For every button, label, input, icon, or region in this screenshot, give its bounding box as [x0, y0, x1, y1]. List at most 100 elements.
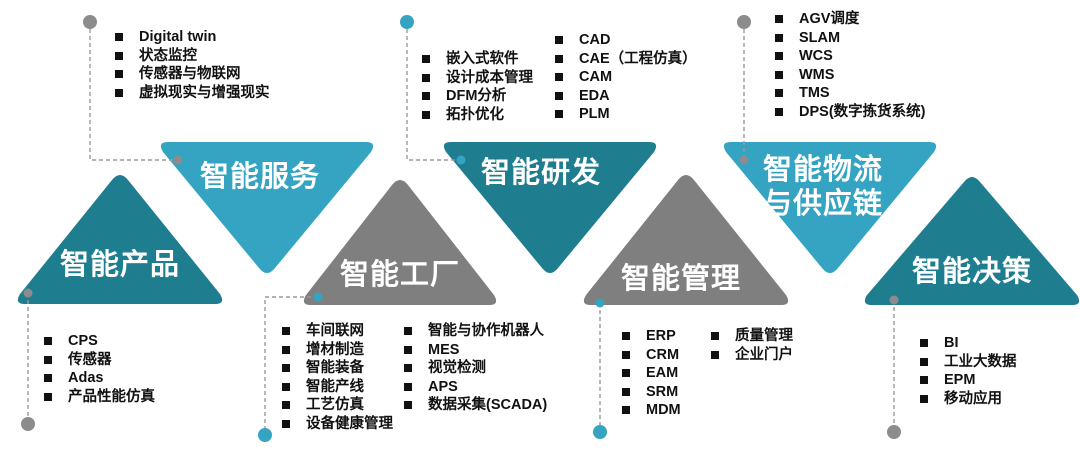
list-item: 工业大数据	[918, 353, 1017, 372]
dot-rnd-top	[400, 15, 414, 29]
list-item-text: APS	[428, 378, 458, 395]
square-bullet-icon	[282, 419, 290, 428]
dot-service-end	[173, 155, 183, 165]
list-item: MES	[402, 341, 547, 360]
list-item-text: 嵌入式软件	[446, 51, 519, 67]
list-item: 设备健康管理	[280, 415, 393, 434]
square-bullet-icon	[404, 382, 412, 391]
connector-factory	[264, 296, 318, 435]
list-item-text: EPM	[944, 372, 976, 389]
label-smart-logistics: 智能物流 与供应链	[748, 153, 898, 221]
list-item: CRM	[620, 346, 681, 365]
square-bullet-icon	[775, 15, 783, 23]
list-item-text: BI	[944, 335, 959, 351]
label-smart-logistics-line2: 与供应链	[762, 188, 883, 220]
square-bullet-icon	[115, 88, 123, 97]
list-item: SLAM	[773, 29, 925, 48]
dot-factory-top	[313, 292, 323, 302]
list-item-text: 数据采集(SCADA)	[428, 397, 548, 414]
list-item-text: 工业大数据	[944, 353, 1017, 370]
square-bullet-icon	[282, 364, 290, 373]
list-item-text: 设计成本管理	[446, 69, 533, 86]
square-bullet-icon	[422, 73, 430, 82]
connector-rnd	[406, 22, 461, 161]
list-item-text: 质量管理	[735, 328, 793, 344]
list-item-text: CAM	[579, 69, 613, 86]
dot-decision-bottom	[887, 425, 901, 439]
square-bullet-icon	[555, 73, 563, 82]
triangle-decision	[864, 177, 1080, 305]
square-bullet-icon	[44, 337, 52, 345]
list-item-text: CPS	[68, 333, 98, 349]
dot-rnd-end	[456, 155, 466, 165]
list-item-text: 传感器与物联网	[139, 66, 241, 83]
square-bullet-icon	[920, 394, 928, 403]
list-item: WCS	[773, 47, 925, 66]
square-bullet-icon	[775, 33, 783, 42]
list-item-text: 状态监控	[139, 47, 197, 64]
list-item: TMS	[773, 84, 925, 103]
list-item: 产品性能仿真	[42, 388, 155, 407]
square-bullet-icon	[404, 327, 412, 335]
square-bullet-icon	[920, 339, 928, 347]
triangle-product	[17, 175, 223, 304]
list-factory-col1: 车间联网增材制造智能装备智能产线工艺仿真设备健康管理	[280, 322, 393, 434]
square-bullet-icon	[404, 345, 412, 354]
square-bullet-icon	[555, 54, 563, 63]
list-item-text: TMS	[799, 85, 830, 102]
list-item-text: 智能与协作机器人	[428, 323, 544, 339]
square-bullet-icon	[775, 107, 783, 116]
list-item: AGV调度	[773, 10, 925, 29]
list-item: 质量管理	[709, 327, 793, 346]
list-item: SRM	[620, 383, 681, 402]
square-bullet-icon	[115, 51, 123, 60]
label-smart-logistics-line1: 智能物流	[762, 154, 883, 186]
dot-service-top	[83, 15, 97, 29]
list-item: CAE（工程仿真）	[553, 50, 697, 69]
list-management-col2: 质量管理企业门户	[709, 327, 793, 364]
list-item: CAD	[553, 31, 697, 50]
list-item: DFM分析	[420, 87, 533, 106]
list-item: 嵌入式软件	[420, 50, 533, 69]
list-item: 传感器	[42, 351, 155, 370]
label-smart-factory: 智能工厂	[339, 259, 460, 291]
dot-logistics-end	[739, 155, 749, 165]
list-item-text: 视觉检测	[428, 360, 486, 377]
list-item-text: MDM	[646, 402, 681, 419]
list-item-text: Adas	[68, 370, 104, 387]
list-item-text: 智能产线	[306, 378, 364, 395]
label-smart-management: 智能管理	[620, 263, 741, 295]
square-bullet-icon	[622, 350, 630, 359]
list-item: 智能与协作机器人	[402, 322, 547, 341]
list-item: 虚拟现实与增强现实	[113, 84, 270, 103]
dot-logistics-top	[737, 15, 751, 29]
list-item: 增材制造	[280, 341, 393, 360]
square-bullet-icon	[282, 382, 290, 391]
connector-service	[89, 22, 178, 161]
square-bullet-icon	[422, 55, 430, 63]
square-bullet-icon	[920, 376, 928, 385]
list-item: 视觉检测	[402, 359, 547, 378]
square-bullet-icon	[775, 70, 783, 79]
label-smart-decision: 智能决策	[911, 256, 1032, 288]
square-bullet-icon	[282, 345, 290, 354]
list-item: ERP	[620, 327, 681, 346]
square-bullet-icon	[555, 91, 563, 100]
list-item-text: 企业门户	[735, 346, 793, 363]
square-bullet-icon	[404, 401, 412, 410]
square-bullet-icon	[622, 406, 630, 415]
square-bullet-icon	[44, 355, 52, 364]
list-item: DPS(数字拣货系统)	[773, 103, 925, 122]
triangle-service	[160, 142, 374, 273]
list-item-text: 虚拟现实与增强现实	[139, 84, 270, 101]
list-item-text: DPS(数字拣货系统)	[799, 103, 926, 120]
list-item-text: CRM	[646, 346, 680, 363]
list-item: Adas	[42, 369, 155, 388]
list-item: BI	[918, 334, 1017, 353]
